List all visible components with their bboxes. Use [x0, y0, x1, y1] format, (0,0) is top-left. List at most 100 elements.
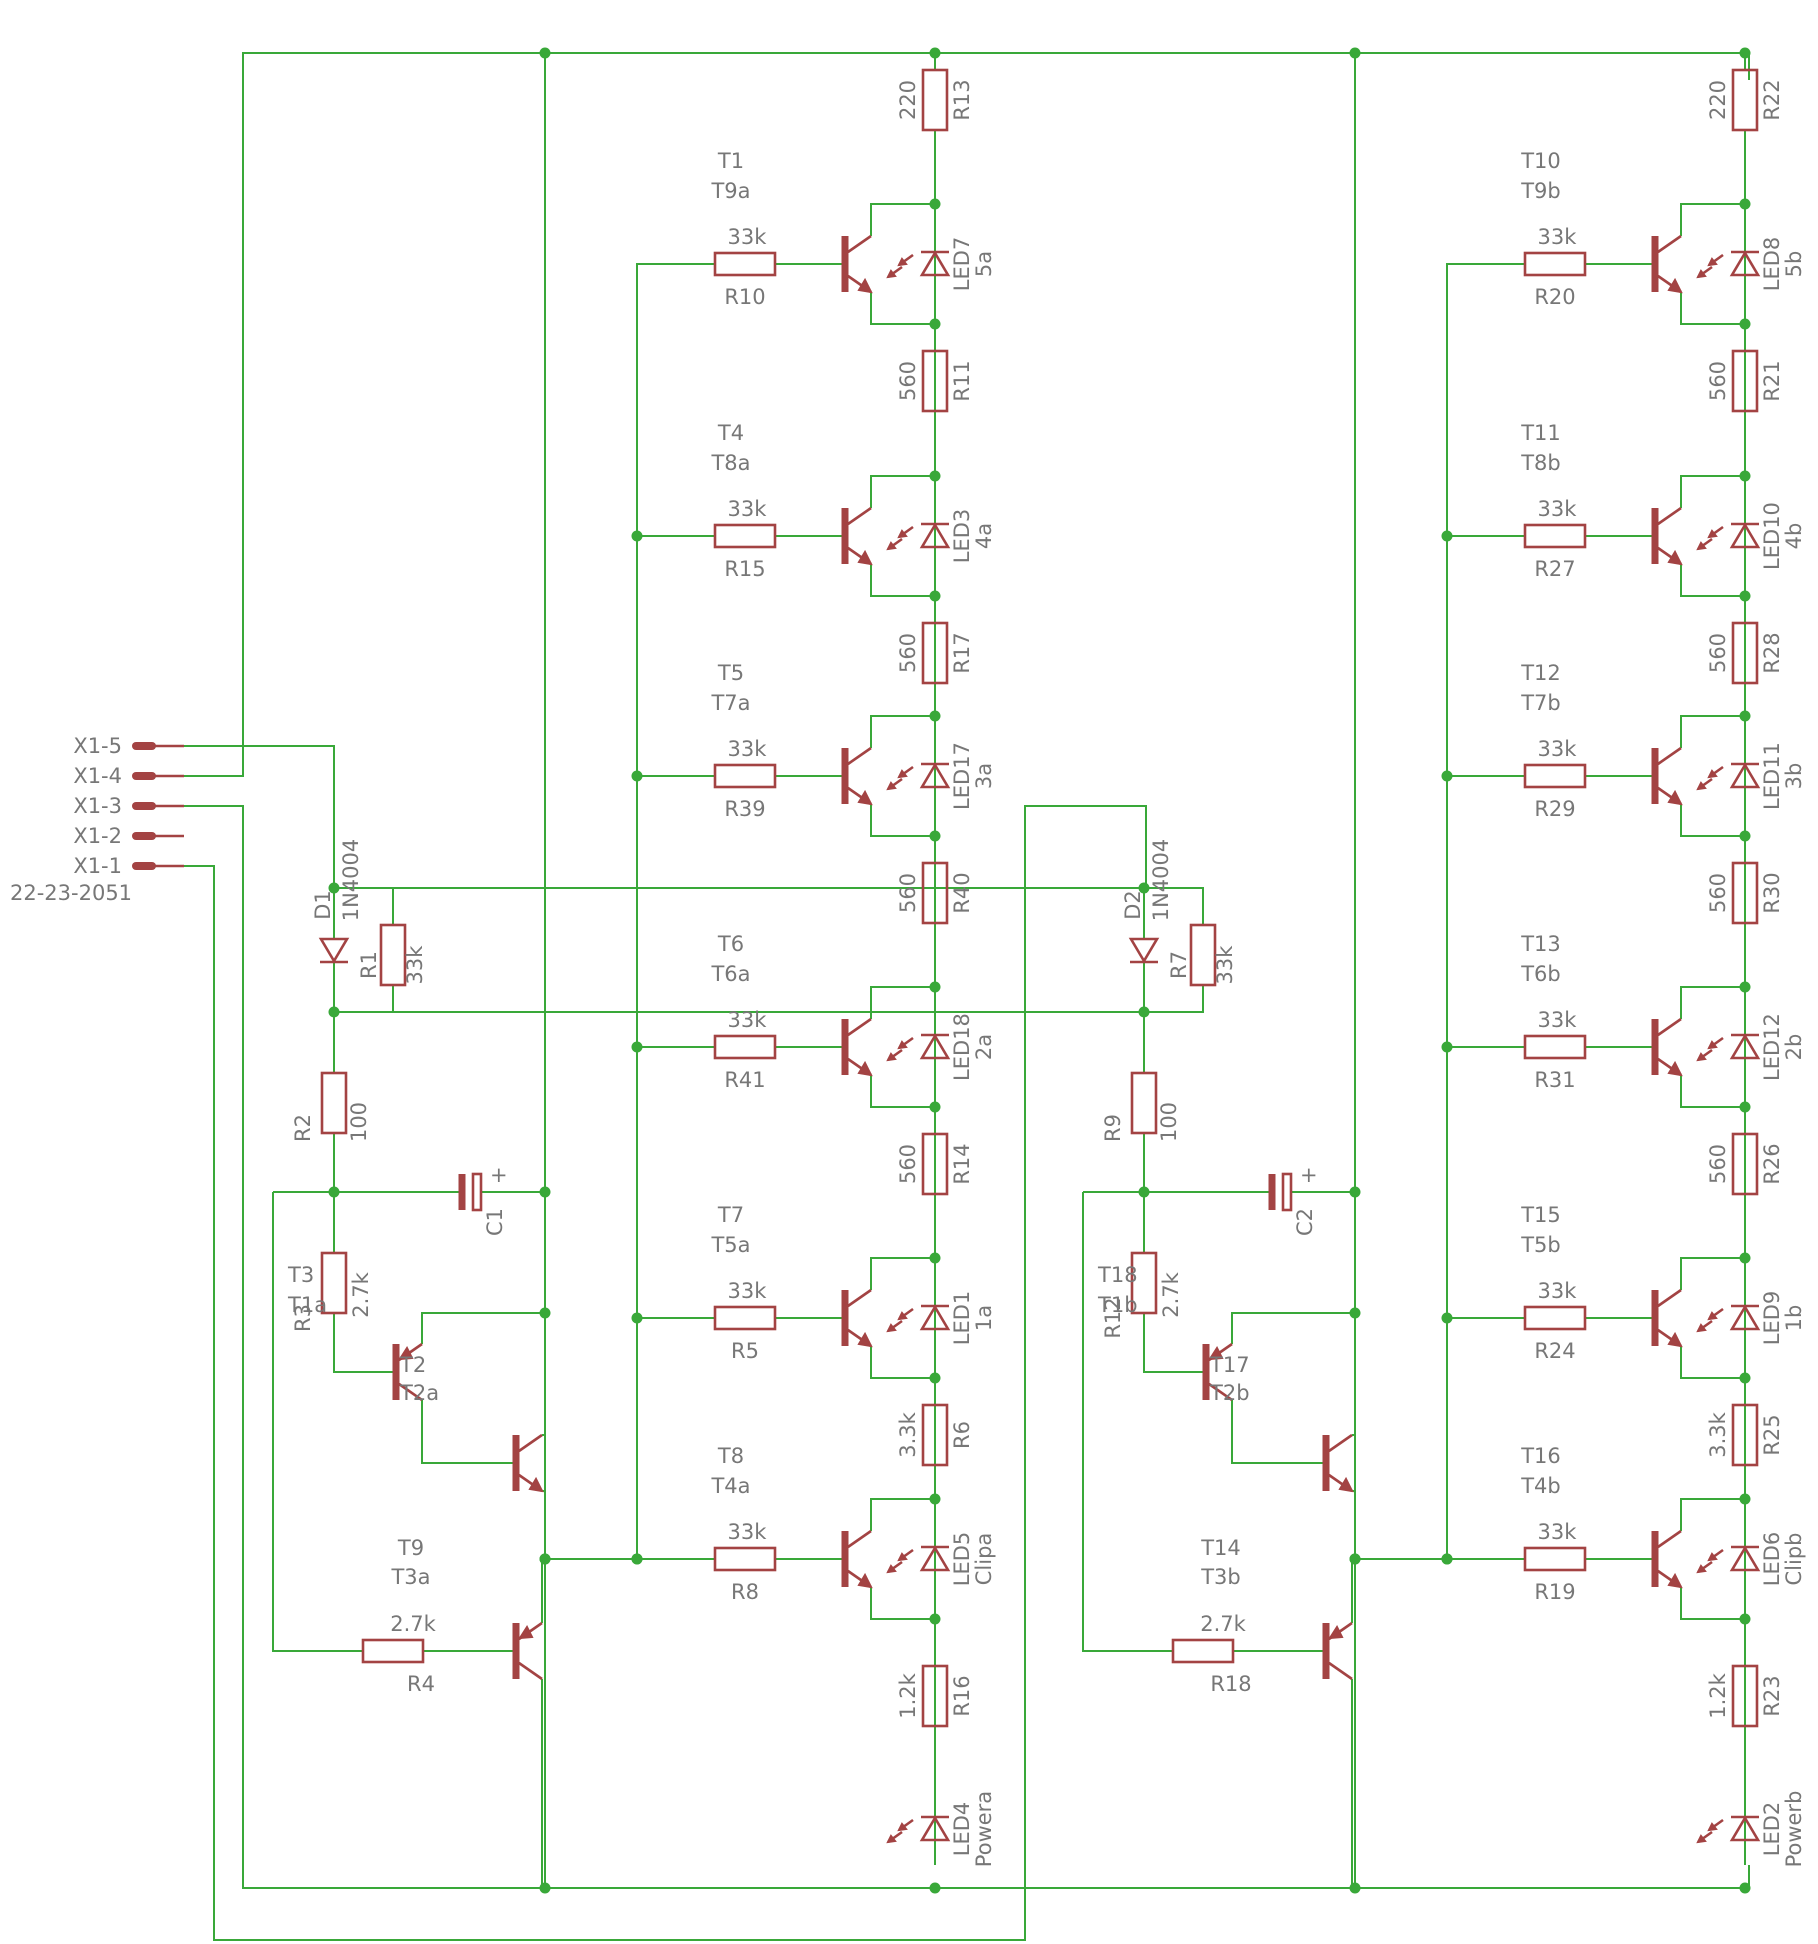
wire [1680, 475, 1745, 508]
resistor-value: 33k [728, 1008, 768, 1032]
junction-dot [631, 770, 643, 782]
wire [1231, 1312, 1355, 1344]
wire [636, 263, 715, 1559]
resistor-name: R6 [950, 1421, 974, 1449]
resistor-value: 2.7k [1159, 1271, 1183, 1317]
wire [184, 52, 1750, 777]
wire [1144, 887, 1204, 925]
resistor-name: R25 [1760, 1414, 1784, 1455]
transistor-name: T5 [717, 661, 744, 685]
junction-dot [1138, 1186, 1150, 1198]
transistor-name: T16 [1520, 1444, 1561, 1468]
transistor-sub: T3a [390, 1565, 430, 1589]
transistor-name: T18 [1097, 1263, 1138, 1287]
junction-dot [1739, 47, 1751, 59]
wire [1680, 1587, 1745, 1620]
wire [1680, 986, 1745, 1019]
resistor-name: R9 [1101, 1114, 1125, 1142]
resistor-name: R2 [291, 1114, 315, 1142]
resistor-value: 33k [728, 1520, 768, 1544]
channel-a-led [886, 522, 951, 551]
pin-label: X1-2 [73, 824, 122, 848]
wire [392, 985, 1144, 1013]
junction-dot [328, 1006, 340, 1018]
led-name: LED4 [950, 1802, 974, 1857]
wire [1143, 1313, 1203, 1373]
junction-dot [1739, 198, 1751, 210]
capacitor-name: C2 [1293, 1208, 1317, 1236]
wire [421, 1400, 516, 1464]
junction-dot [929, 710, 941, 722]
led-value: 5b [1782, 251, 1806, 278]
junction-dot [1441, 770, 1453, 782]
junction-dot [1441, 1553, 1453, 1565]
wire [272, 1192, 363, 1652]
junction-dot [1349, 1186, 1361, 1198]
junction-dot [1739, 1372, 1751, 1384]
junction-dot [328, 882, 340, 894]
led-value: 4b [1782, 523, 1806, 550]
resistor-name: R8 [731, 1580, 759, 1604]
resistor-value: 33k [1538, 1008, 1578, 1032]
channel-b-top-resistor [1731, 68, 1759, 132]
channel-b-output-resistor [1731, 1132, 1759, 1196]
channel-a-input-resistor [713, 1034, 777, 1060]
junction-dot [539, 1186, 551, 1198]
channel-b-led [1696, 522, 1761, 551]
led-name: LED5 [950, 1532, 974, 1587]
wire [870, 1587, 935, 1620]
junction-dot [929, 318, 941, 330]
channel-a-stage-transistor [841, 1288, 873, 1348]
led-name: LED12 [1760, 1013, 1784, 1081]
parallel-resistor [1189, 923, 1217, 987]
junction-dot [539, 1307, 551, 1319]
resistor-name: R22 [1760, 79, 1784, 120]
channel-a-input-resistor [713, 1546, 777, 1572]
channel-b-stage-transistor [1651, 1529, 1683, 1589]
transistor-sub: T4a [710, 1474, 750, 1498]
junction-dot [929, 590, 941, 602]
channel-b-power-led [1696, 1815, 1761, 1844]
junction-dot [929, 1252, 941, 1264]
led-name: LED11 [1760, 742, 1784, 810]
diode-name: D1 [311, 890, 335, 920]
transistor-sub: T5b [1520, 1233, 1561, 1257]
junction-dot [1349, 1553, 1361, 1565]
channel-b-led [1696, 1033, 1761, 1062]
output-transistor [1322, 1433, 1354, 1493]
transistor-sub: T2b [1209, 1381, 1250, 1405]
junction-dot [1739, 1101, 1751, 1113]
junction-dot [929, 198, 941, 210]
transistor-name: T9 [397, 1536, 424, 1560]
current-transistor [1322, 1621, 1353, 1681]
wire [1082, 1192, 1173, 1652]
resistor-name: R28 [1760, 632, 1784, 673]
junction-dot [929, 1372, 941, 1384]
current-resistor [361, 1638, 425, 1664]
wire [1231, 1400, 1326, 1464]
channel-b-input-resistor [1523, 1034, 1587, 1060]
led-value: 3a [972, 763, 996, 789]
junction-dot [1739, 470, 1751, 482]
resistor-value: 3.3k [896, 1411, 920, 1457]
resistor-name: R24 [1534, 1339, 1575, 1363]
resistor-name: R20 [1534, 285, 1575, 309]
wire [870, 1346, 935, 1379]
transistor-sub: T9a [710, 179, 750, 203]
capacitor-name: C1 [483, 1208, 507, 1236]
transistor-name: T1 [717, 149, 744, 173]
resistor-name: R5 [731, 1339, 759, 1363]
resistor-name: R21 [1760, 360, 1784, 401]
transistor-name: T7 [717, 1203, 744, 1227]
resistor-value: 33k [728, 1279, 768, 1303]
junction-dot [1739, 318, 1751, 330]
bias-resistor [320, 1251, 348, 1315]
wire [1680, 1346, 1745, 1379]
junction-dot [1739, 710, 1751, 722]
transistor-name: T11 [1520, 421, 1561, 445]
polarized-capacitor: + [1268, 1163, 1318, 1212]
connector-part: 22-23-2051 [10, 881, 132, 905]
led-name: LED9 [1760, 1291, 1784, 1346]
transistor-name: T13 [1520, 932, 1561, 956]
transistor-name: T6 [717, 932, 744, 956]
